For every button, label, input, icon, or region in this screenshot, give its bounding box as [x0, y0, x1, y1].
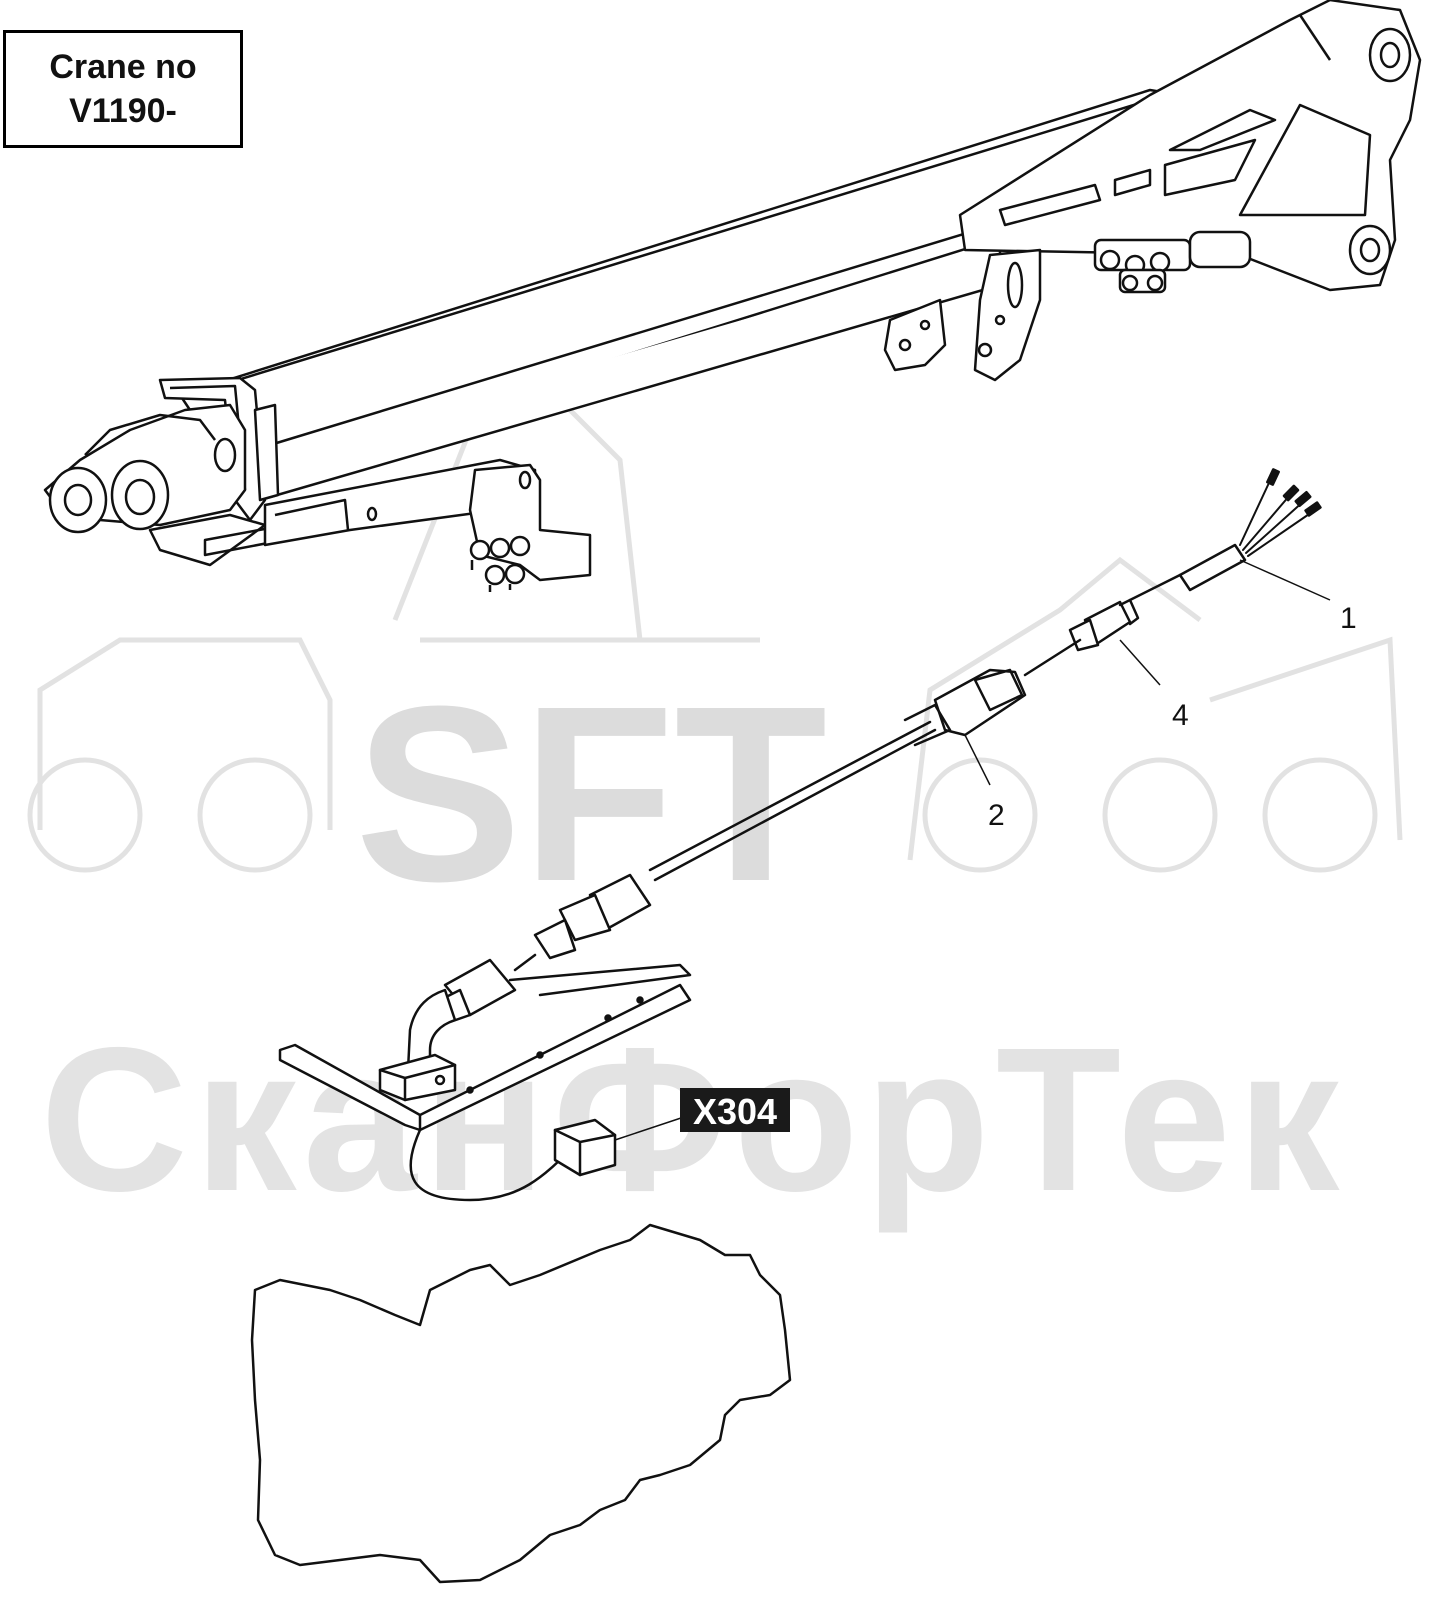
callout-2: 2 — [964, 734, 1005, 832]
unit-outline-drawing — [250, 1223, 792, 1584]
applicability-box: Crane no V1190- — [3, 30, 243, 148]
callout-1-number: 1 — [1340, 602, 1357, 635]
applicability-line-2: V1190- — [69, 92, 177, 130]
connector-label-text: X304 — [693, 1091, 777, 1132]
connector-label: X304 — [680, 1088, 790, 1132]
cable-assembly-drawing — [533, 468, 1322, 960]
callout-2-number: 2 — [988, 799, 1005, 832]
connector-x304-block — [553, 1118, 617, 1177]
watermark-sft: SFT — [355, 654, 827, 933]
sensor-bracket-drawing — [278, 953, 692, 1202]
callout-4: 4 — [1119, 639, 1189, 732]
crane-boom-drawing — [43, 0, 1422, 592]
connector-label-bg — [680, 1088, 790, 1132]
callout-4-number: 4 — [1172, 699, 1189, 732]
applicability-line-1: Crane no — [49, 47, 197, 86]
front-valve-block — [469, 535, 531, 592]
callout-1: 1 — [1239, 559, 1357, 635]
rear-valve-block — [1093, 230, 1252, 294]
